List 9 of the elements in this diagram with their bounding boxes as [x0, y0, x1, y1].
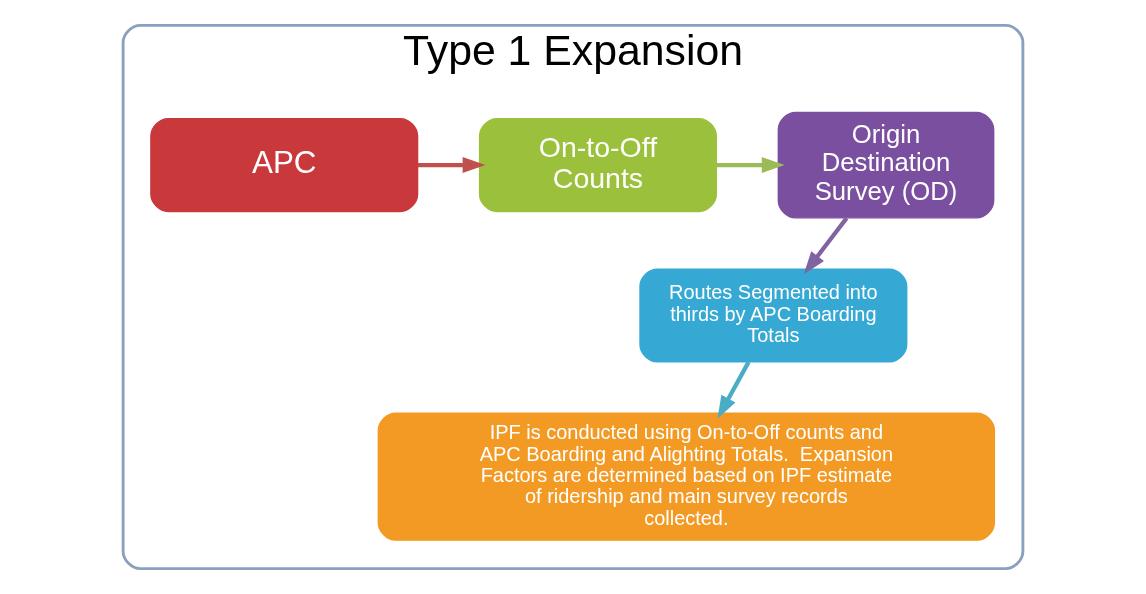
node-box: On-to-Off Counts: [478, 118, 718, 213]
node-box: IPF is conducted using On-to-Off counts and APC Boarding and Alighting Totals. Expansion Factors are determined based on IPF estimate of ridership and main survey records collected.: [377, 412, 996, 541]
node-box: Routes Segmented into thirds by APC Boarding Totals: [639, 268, 908, 363]
arrow: [417, 157, 486, 174]
arrow: [803, 216, 849, 275]
arrow: [716, 157, 785, 174]
node-box: APC: [150, 118, 419, 213]
arrow: [717, 360, 751, 419]
node-box: Origin Destination Survey (OD): [777, 111, 995, 219]
